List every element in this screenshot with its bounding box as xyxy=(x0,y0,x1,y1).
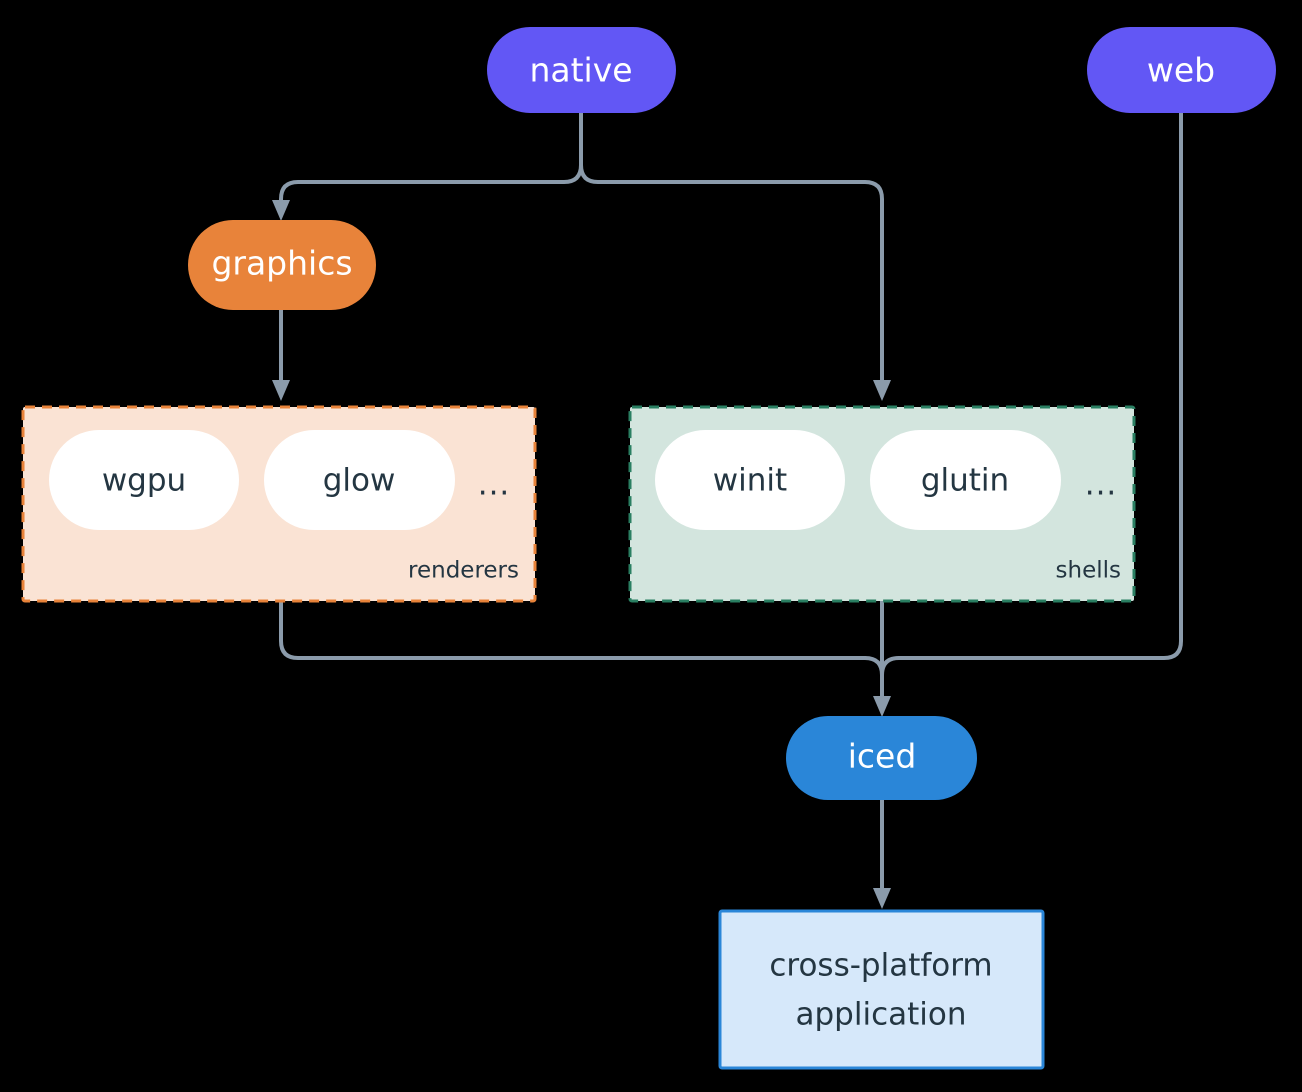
arrowhead-application xyxy=(873,888,891,909)
shells-item-glutin-label: glutin xyxy=(921,463,1009,499)
node-application-label-line1: cross-platform xyxy=(769,948,992,984)
arrowhead-graphics xyxy=(272,200,290,221)
edge-native-to-graphics xyxy=(279,163,583,204)
node-native-label: native xyxy=(529,51,632,90)
node-web-shape[interactable] xyxy=(1087,27,1276,113)
renderers-item-wgpu[interactable] xyxy=(49,430,239,530)
shells-group-label: shells xyxy=(1056,558,1121,584)
node-web-label: web xyxy=(1147,51,1215,90)
renderers-overflow-ellipsis: ... xyxy=(478,467,511,503)
edge-renderers-to-iced xyxy=(279,599,867,660)
renderers-group-label: renderers xyxy=(408,558,519,584)
node-iced-shape[interactable] xyxy=(786,716,977,800)
edge-native-trunk xyxy=(579,111,884,384)
shells-overflow-ellipsis: ... xyxy=(1085,467,1118,503)
node-iced-label: iced xyxy=(848,737,917,776)
edge-merge-right xyxy=(880,656,901,677)
arrowhead-renderers xyxy=(272,380,290,401)
renderers-item-wgpu-label: wgpu xyxy=(102,463,186,499)
node-graphics-label: graphics xyxy=(211,244,352,283)
shells-item-glutin[interactable] xyxy=(870,430,1061,530)
renderers-item-glow[interactable] xyxy=(264,430,455,530)
edge-merge-left xyxy=(863,656,884,677)
arrowhead-iced xyxy=(873,696,891,717)
node-application[interactable]: cross-platform application xyxy=(718,909,1045,1070)
group-shells: winit glutin ... shells xyxy=(628,405,1136,603)
node-application-label-line2: application xyxy=(796,997,967,1033)
node-iced[interactable]: iced xyxy=(786,716,977,800)
shells-item-winit-label: winit xyxy=(713,463,787,499)
node-graphics[interactable]: graphics xyxy=(188,220,376,310)
node-native[interactable]: native xyxy=(487,27,676,113)
arrowhead-shells xyxy=(873,380,891,401)
edge-layer xyxy=(272,111,1183,909)
edge-web-to-iced xyxy=(897,111,1183,660)
node-graphics-shape[interactable] xyxy=(188,220,376,310)
group-renderers: wgpu glow ... renderers xyxy=(21,405,537,603)
node-application-shape[interactable] xyxy=(718,909,1045,1070)
node-web[interactable]: web xyxy=(1087,27,1276,113)
renderers-item-glow-label: glow xyxy=(323,463,396,499)
node-native-shape[interactable] xyxy=(487,27,676,113)
shells-item-winit[interactable] xyxy=(655,430,845,530)
